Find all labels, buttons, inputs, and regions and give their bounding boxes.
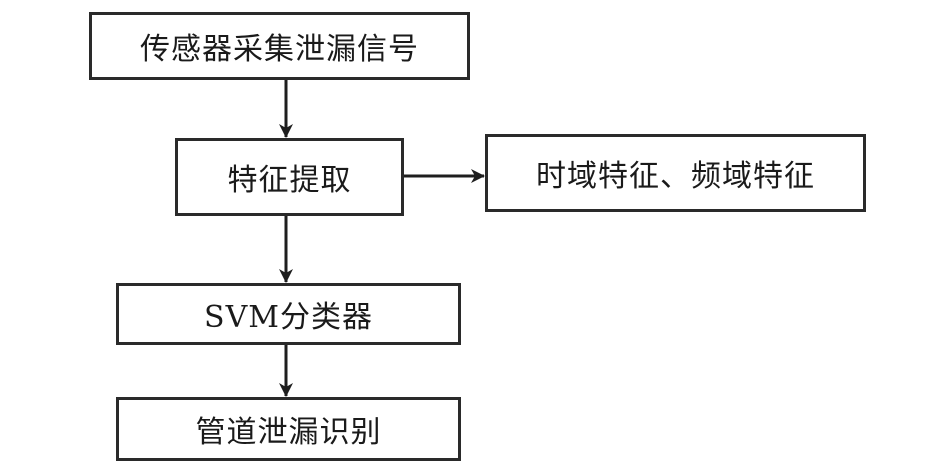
node-time-frequency-features: 时域特征、频域特征: [485, 134, 866, 212]
node-sensor-signal-collection: 传感器采集泄漏信号: [89, 12, 470, 80]
node-label: 管道泄漏识别: [195, 415, 382, 450]
node-svm-classifier: SVM分类器: [116, 283, 461, 345]
node-label: 特征提取: [227, 163, 352, 198]
node-pipeline-leak-identification: 管道泄漏识别: [116, 397, 461, 461]
node-label: 传感器采集泄漏信号: [140, 32, 419, 67]
node-feature-extraction: 特征提取: [175, 138, 404, 216]
node-label: SVM分类器: [204, 300, 373, 335]
node-label: 时域特征、频域特征: [536, 159, 815, 194]
